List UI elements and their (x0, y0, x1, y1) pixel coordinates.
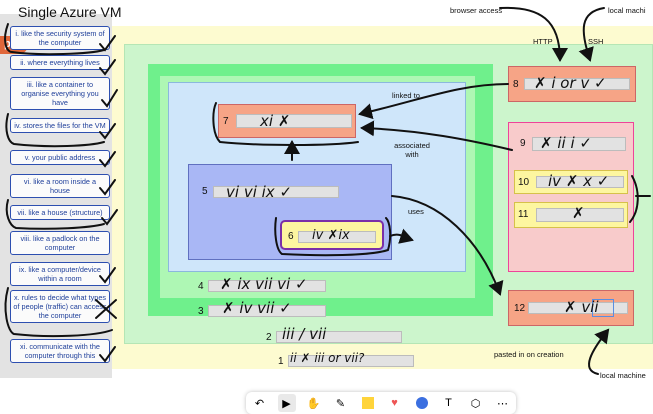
box-5-handwriting: vi vi ix ✓ (226, 183, 293, 201)
box-2-slot[interactable] (276, 331, 402, 343)
box-3-number: 3 (198, 306, 204, 317)
definition-x[interactable]: x. rules to decide what types of people … (10, 290, 110, 323)
box-11-handwriting: ✗ (572, 204, 585, 222)
pasted-on-creation-label: pasted in on creation (494, 350, 564, 359)
box-8-slot[interactable] (524, 78, 630, 90)
local-machine-top-label: local machi (608, 6, 646, 15)
box-4-handwriting: ✗ ix vii vi ✓ (220, 275, 308, 293)
box-7-slot[interactable] (236, 114, 352, 128)
bubble-icon[interactable] (413, 394, 431, 412)
box-4-slot[interactable] (208, 280, 326, 292)
box-6-slot[interactable] (298, 231, 376, 243)
box-5-number: 5 (202, 186, 208, 197)
ssh-label: SSH (588, 37, 604, 46)
pen-icon[interactable]: ✎ (335, 397, 346, 410)
box-8-number: 8 (513, 79, 519, 90)
box-9-number: 9 (520, 138, 526, 149)
box-10-number: 10 (518, 177, 530, 188)
box-7-number: 7 (223, 116, 229, 127)
http-label: HTTP (533, 37, 553, 46)
more-icon[interactable]: ⋯ (497, 397, 508, 410)
browser-access-label: browser access (450, 6, 503, 15)
box-1-slot[interactable] (288, 355, 414, 367)
box-2-number: 2 (266, 332, 272, 343)
linked-to-label: linked to (392, 91, 420, 100)
definition-i[interactable]: i. like the security system of the compu… (10, 26, 110, 50)
page-title: Single Azure VM (18, 4, 122, 20)
box-12-slot[interactable] (528, 302, 628, 314)
box-12-handwriting: ✗ vii (564, 298, 599, 316)
definition-vii[interactable]: vii. like a house (structure) (10, 205, 110, 220)
hand-icon[interactable]: ✋ (306, 397, 321, 410)
box-7-handwriting: xi ✗ (260, 112, 291, 130)
box-9-handwriting: ✗ ii i ✓ (540, 134, 592, 152)
definition-ii[interactable]: ii. where everything lives (10, 55, 110, 70)
box-1-number: 1 (278, 356, 284, 367)
box-4-number: 4 (198, 281, 204, 292)
definition-viii[interactable]: viii. like a padlock on the computer (10, 231, 110, 255)
box-11-slot[interactable] (536, 208, 624, 222)
box-9-slot[interactable] (532, 137, 626, 151)
box-11-number: 11 (518, 209, 529, 220)
sticky-note-icon[interactable] (359, 394, 377, 412)
associated-with-label: associated with (394, 141, 430, 159)
box-8-handwriting: ✗ i or v ✓ (534, 74, 607, 92)
definition-vi[interactable]: vi. like a room inside a house (10, 174, 110, 198)
box-2-handwriting: iii / vii (282, 325, 327, 343)
box-5-slot[interactable] (213, 186, 339, 198)
definition-iv[interactable]: iv. stores the files for the VM (10, 118, 110, 133)
drawing-toolbar: ↶ ▶ ✋ ✎ ♥ T ⬡ ⋯ (246, 392, 516, 414)
box-12-highlight (592, 299, 614, 317)
definition-v[interactable]: v. your public address (10, 150, 110, 165)
local-machine-bottom-label: local machine (600, 371, 646, 380)
box-3-handwriting: ✗ iv vii ✓ (222, 299, 292, 317)
box-3-slot[interactable] (208, 305, 326, 317)
shapes-icon[interactable]: ⬡ (470, 397, 481, 410)
definition-xi[interactable]: xi. communicate with the computer throug… (10, 339, 110, 363)
heart-icon[interactable]: ♥ (391, 397, 398, 409)
definition-ix[interactable]: ix. like a computer/device within a room (10, 262, 110, 286)
box-10-slot[interactable] (536, 176, 624, 188)
definition-iii[interactable]: iii. like a container to organise everyt… (10, 77, 110, 110)
box-12-number: 12 (514, 303, 526, 314)
box-6-number: 6 (288, 231, 294, 242)
box-10-handwriting: iv ✗ x ✓ (548, 172, 610, 190)
text-icon[interactable]: T (445, 397, 452, 409)
box-6-handwriting: iv ✗ix (312, 228, 350, 243)
box-1-handwriting: ii ✗ iii or vii? (290, 351, 365, 365)
pointer-icon[interactable]: ▶ (277, 394, 296, 412)
uses-label: uses (408, 207, 424, 216)
undo-icon[interactable]: ↶ (254, 397, 265, 410)
